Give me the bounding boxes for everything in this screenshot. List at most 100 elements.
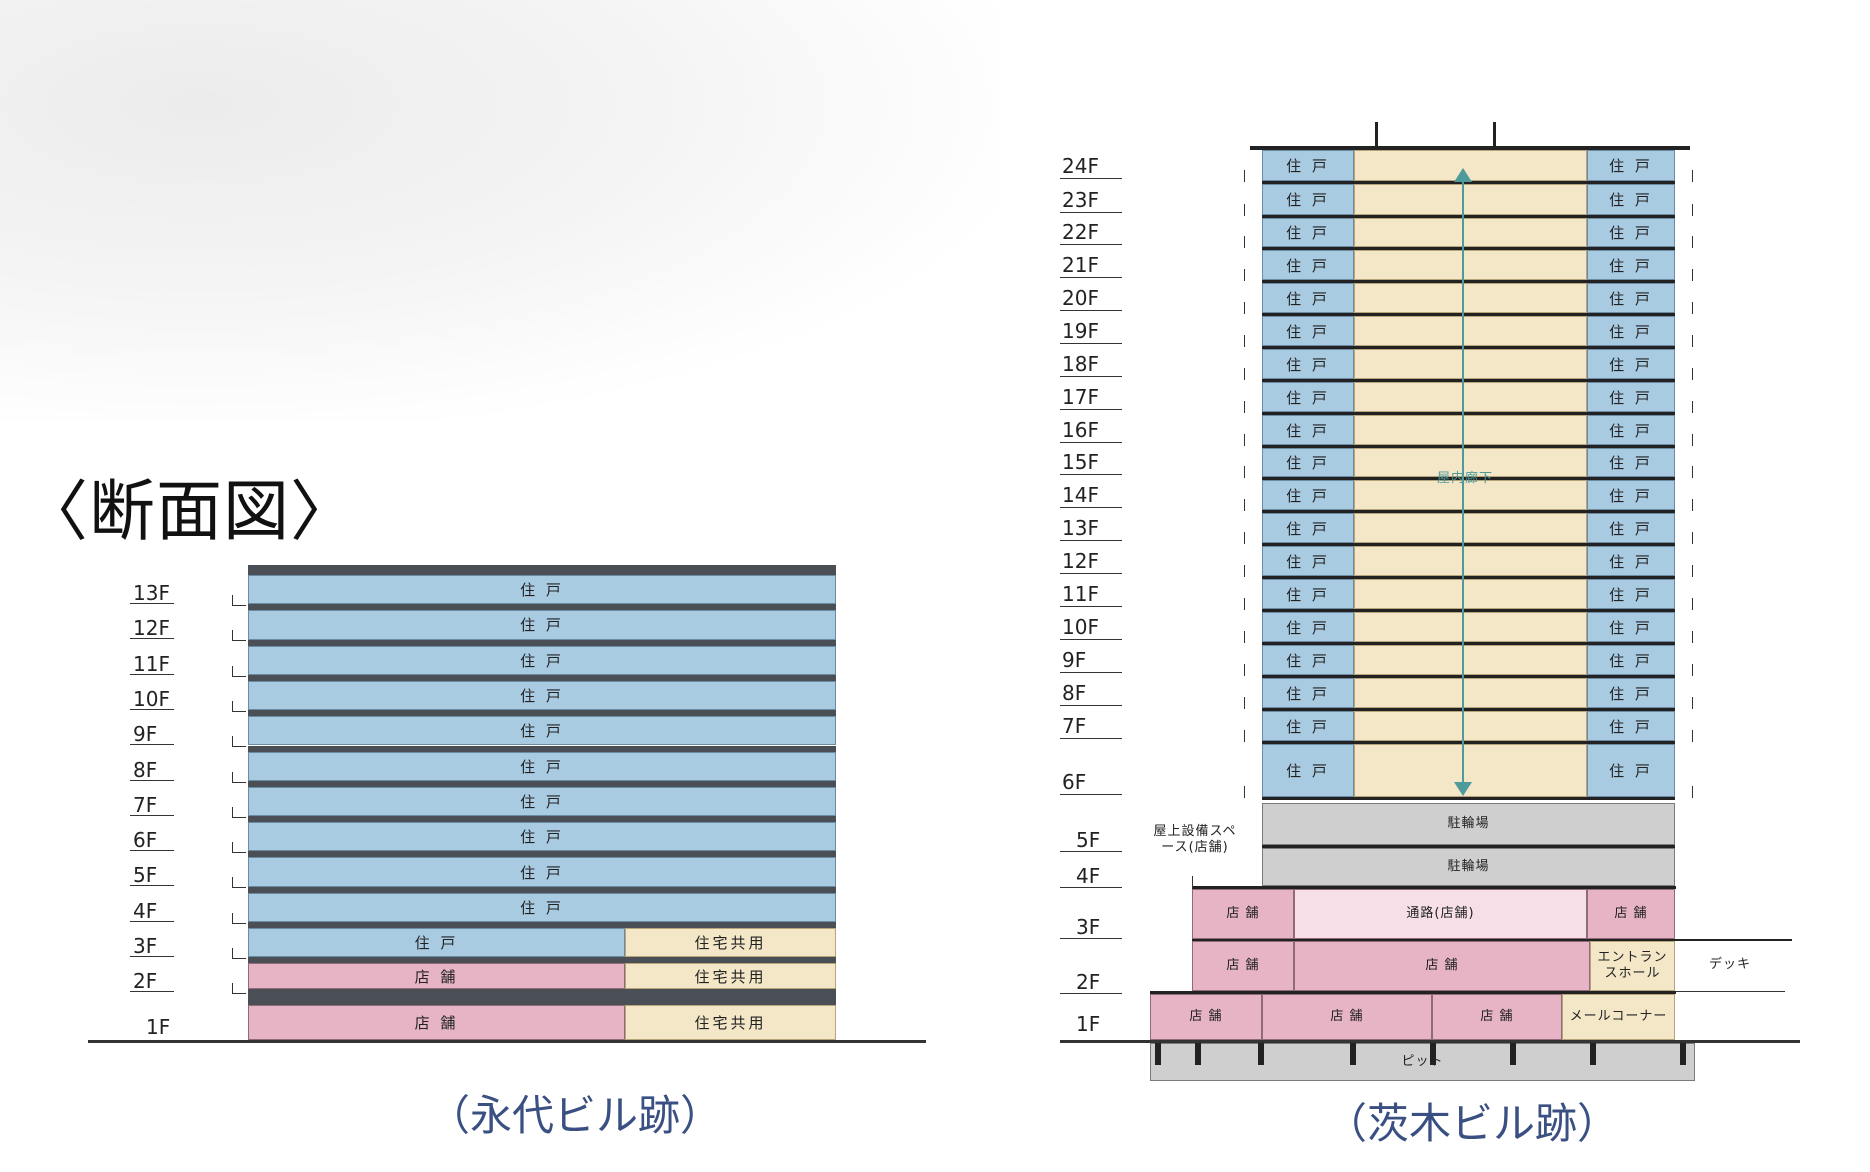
floor-label-13F: 13F bbox=[1062, 516, 1099, 540]
floor-tick-right bbox=[1692, 170, 1693, 182]
residence-unit-east: 住 戸 bbox=[1587, 711, 1675, 741]
shop-unit: 店 舗 bbox=[248, 1005, 625, 1040]
foundation-pile bbox=[1155, 1043, 1161, 1065]
floor-marker bbox=[130, 920, 174, 922]
floor-tick bbox=[232, 746, 246, 748]
floor-slab bbox=[1150, 991, 1676, 994]
residence-unit-west: 住 戸 bbox=[1262, 283, 1354, 313]
floor-label-19F: 19F bbox=[1062, 319, 1099, 343]
floor-label-24F: 24F bbox=[1062, 154, 1099, 178]
corridor-core bbox=[1354, 283, 1587, 313]
floor-tick bbox=[232, 922, 246, 924]
residence-unit-west: 住 戸 bbox=[1262, 579, 1354, 609]
floor-tick-right bbox=[1692, 499, 1693, 511]
floor-marker bbox=[130, 956, 174, 957]
arrow-head-up bbox=[1454, 168, 1472, 182]
residence-unit-west: 住 戸 bbox=[1262, 150, 1354, 181]
floor-marker bbox=[130, 991, 174, 993]
floor-slab bbox=[248, 710, 836, 717]
floor-slab bbox=[1262, 510, 1675, 513]
floor-tick-left bbox=[1244, 170, 1245, 182]
floor-tick-right bbox=[1692, 786, 1693, 798]
floor-marker bbox=[1060, 738, 1122, 739]
residence-unit-east: 住 戸 bbox=[1587, 645, 1675, 675]
floor-label-12F: 12F bbox=[133, 616, 170, 641]
floor-tick bbox=[232, 806, 233, 817]
floor-label-7F: 7F bbox=[1062, 714, 1087, 738]
floor-tick-left bbox=[1244, 786, 1245, 798]
floor-tick-left bbox=[1244, 598, 1245, 610]
floor-tick-right bbox=[1692, 730, 1693, 742]
page-title: 〈断面図〉 bbox=[22, 473, 357, 550]
floor-label-1F: 1F bbox=[146, 1015, 171, 1040]
floor-marker bbox=[1060, 851, 1122, 852]
floor-slab bbox=[1192, 886, 1676, 889]
floor-tick bbox=[232, 710, 246, 712]
deck-label: デッキ bbox=[1708, 957, 1751, 972]
floor-tick bbox=[232, 605, 246, 606]
floor-tick-right bbox=[1692, 302, 1693, 314]
floor-tick bbox=[232, 675, 246, 677]
floor-slab bbox=[1262, 675, 1675, 678]
floor-label-22F: 22F bbox=[1062, 220, 1099, 244]
floor-marker bbox=[1060, 794, 1122, 795]
floor-marker bbox=[130, 885, 174, 887]
residence-unit-west: 住 戸 bbox=[1262, 546, 1354, 576]
residence-unit-west: 住 戸 bbox=[1262, 513, 1354, 543]
floor-marker bbox=[130, 779, 174, 781]
floor-tick bbox=[232, 816, 246, 818]
floor-label-3F: 3F bbox=[1076, 915, 1101, 939]
bicycle-parking-4f: 駐輪場 bbox=[1262, 848, 1675, 886]
residence-unit: 住 戸 bbox=[248, 575, 836, 605]
residence-unit: 住 戸 bbox=[248, 822, 836, 852]
residence-unit-east: 住 戸 bbox=[1587, 448, 1675, 477]
floor-tick bbox=[232, 912, 233, 923]
floor-marker bbox=[130, 603, 174, 604]
floor-tick-left bbox=[1244, 499, 1245, 511]
floor-slab bbox=[1262, 609, 1675, 612]
right-building-caption: （茨木ビル跡） bbox=[1325, 1099, 1620, 1148]
residence-unit-west: 住 戸 bbox=[1262, 612, 1354, 642]
floor-tick-right bbox=[1692, 335, 1693, 347]
floor-tick-right bbox=[1692, 368, 1693, 380]
floor-marker bbox=[1060, 277, 1122, 278]
corridor-core bbox=[1354, 415, 1587, 445]
floor-label-8F: 8F bbox=[133, 757, 158, 782]
background-glow bbox=[0, 0, 1000, 420]
residence-unit-west: 住 戸 bbox=[1262, 744, 1354, 797]
residence-unit: 住 戸 bbox=[248, 716, 836, 746]
residence-unit-east: 住 戸 bbox=[1587, 150, 1675, 181]
floor-tick bbox=[232, 665, 233, 676]
floor-label-14F: 14F bbox=[1062, 483, 1099, 507]
floor-tick-left bbox=[1244, 631, 1245, 643]
residential-shared-area: 住宅共用 bbox=[625, 928, 836, 958]
floor-tick-right bbox=[1692, 434, 1693, 446]
floor-marker bbox=[130, 673, 174, 675]
floor-label-4F: 4F bbox=[133, 898, 158, 923]
rooftop-equipment-label: 屋上設備スペース(店舗) bbox=[1153, 824, 1237, 855]
floor-slab bbox=[248, 886, 836, 893]
floor-tick-left bbox=[1244, 664, 1245, 676]
corridor-core bbox=[1354, 448, 1587, 477]
residence-unit-west: 住 戸 bbox=[1262, 678, 1354, 708]
floor-tick-right bbox=[1692, 466, 1693, 478]
residence-unit-east: 住 戸 bbox=[1587, 546, 1675, 576]
residence-unit-east: 住 戸 bbox=[1587, 513, 1675, 543]
corridor-core bbox=[1354, 349, 1587, 379]
floor-slab bbox=[248, 639, 836, 646]
corridor-core bbox=[1354, 316, 1587, 346]
floor-tick-left bbox=[1244, 335, 1245, 347]
floor-label-9F: 9F bbox=[1062, 648, 1087, 672]
floor-slab bbox=[1262, 543, 1675, 546]
residence-unit: 住 戸 bbox=[248, 928, 625, 958]
residence-unit-east: 住 戸 bbox=[1587, 579, 1675, 609]
ground-line bbox=[88, 1040, 926, 1043]
residence-unit-east: 住 戸 bbox=[1587, 744, 1675, 797]
residence-unit: 住 戸 bbox=[248, 751, 836, 781]
floor-slab bbox=[1262, 642, 1675, 645]
floor-tick-right bbox=[1692, 631, 1693, 643]
floor-label-6F: 6F bbox=[133, 828, 158, 853]
floor-label-11F: 11F bbox=[133, 651, 170, 676]
floor-slab bbox=[248, 922, 836, 928]
ground-line bbox=[1060, 1040, 1800, 1043]
